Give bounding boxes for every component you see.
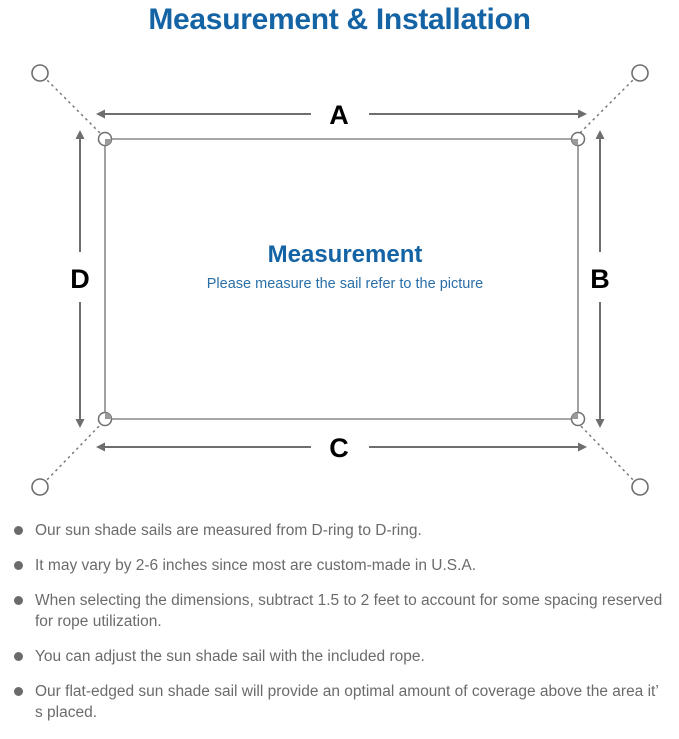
anchor-rings <box>31 64 649 496</box>
rope-line-bottom-left <box>42 420 105 485</box>
rope-lines <box>42 75 638 485</box>
list-item: Our flat-edged sun shade sail will provi… <box>8 681 667 723</box>
anchor-ring-bottom-right <box>631 478 649 496</box>
bullet-icon <box>14 596 23 605</box>
d-ring-shade-top-left <box>105 139 112 146</box>
list-item: When selecting the dimensions, subtract … <box>8 590 667 632</box>
rope-line-top-right <box>575 75 638 138</box>
note-text: When selecting the dimensions, subtract … <box>35 592 663 630</box>
d-ring-shade-bottom-left <box>105 412 112 419</box>
page-title: Measurement & Installation <box>148 3 531 36</box>
dimension-label-a: A <box>329 100 349 130</box>
sail-rectangle <box>104 138 579 420</box>
note-text: Our flat-edged sun shade sail will provi… <box>35 683 659 721</box>
note-text: It may vary by 2-6 inches since most are… <box>35 557 477 574</box>
dimension-label-b: B <box>590 264 610 294</box>
d-ring-shadows <box>105 139 578 419</box>
bullet-icon <box>14 561 23 570</box>
d-ring-shade-bottom-right <box>571 412 578 419</box>
list-item: Our sun shade sails are measured from D-… <box>8 520 667 541</box>
anchor-ring-top-right <box>631 64 649 82</box>
dimension-label-c: C <box>329 433 349 463</box>
anchor-ring-top-left <box>31 64 49 82</box>
list-item: It may vary by 2-6 inches since most are… <box>8 555 667 576</box>
rope-line-bottom-right <box>575 420 638 485</box>
dimension-label-d: D <box>70 264 90 294</box>
anchor-ring-bottom-left <box>31 478 49 496</box>
note-text: Our sun shade sails are measured from D-… <box>35 522 422 539</box>
rope-line-top-left <box>42 75 105 138</box>
notes-list: Our sun shade sails are measured from D-… <box>0 520 679 737</box>
d-ring-shade-top-right <box>571 139 578 146</box>
sun-shade-sail-measurement-diagram: A C D B Measurement Please measure the s… <box>0 44 679 514</box>
bullet-icon <box>14 652 23 661</box>
bullet-icon <box>14 687 23 696</box>
note-text: You can adjust the sun shade sail with t… <box>35 648 425 665</box>
list-item: You can adjust the sun shade sail with t… <box>8 646 667 667</box>
bullet-icon <box>14 526 23 535</box>
